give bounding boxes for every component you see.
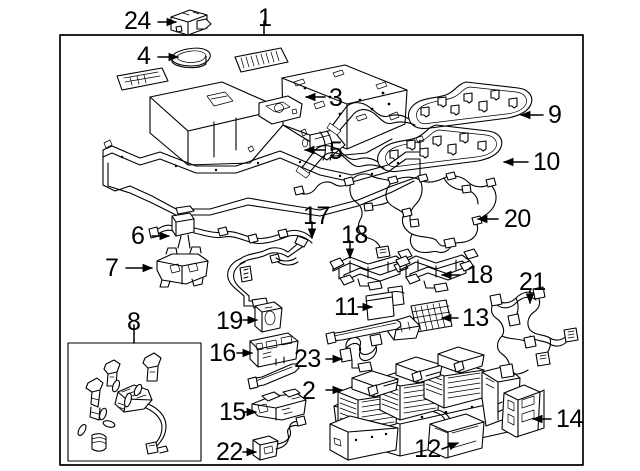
callout-23: 23	[294, 345, 321, 373]
part-20-main-wiring-harness	[293, 171, 497, 259]
part-6-blower-harness	[148, 205, 313, 249]
part-18-bracket-left	[329, 248, 413, 291]
part-8-inset-box	[67, 342, 202, 462]
callout-13: 13	[462, 304, 489, 332]
callout-21: 21	[519, 268, 546, 296]
callout-14: 14	[556, 405, 583, 433]
bracket-strut	[247, 363, 300, 390]
callout-8: 8	[127, 308, 141, 336]
leader-lines	[125, 17, 552, 457]
part-16-control-module	[249, 332, 299, 368]
callout-20: 20	[504, 205, 531, 233]
callout-19: 19	[216, 307, 243, 335]
part-14-end-plate	[497, 384, 545, 438]
decal-plate-left	[116, 67, 169, 91]
part-19-relay-connector	[254, 301, 283, 333]
part-10-coolant-hose-lower	[295, 124, 503, 179]
callout-11: 11	[334, 293, 359, 321]
part-22-inline-connector	[252, 415, 307, 461]
part-24-service-disconnect	[170, 9, 212, 36]
callout-9: 9	[548, 101, 562, 129]
callout-6: 6	[131, 222, 145, 250]
part-12-access-cover	[427, 413, 485, 459]
callout-5: 5	[329, 137, 343, 165]
part-18-bracket-right	[395, 248, 479, 293]
part-15-junction-block	[251, 388, 307, 421]
callout-16: 16	[209, 339, 236, 367]
part-21-secondary-harness	[489, 286, 579, 379]
part-11-insulator-panel	[365, 291, 395, 321]
support-rod	[325, 319, 402, 345]
callout-1: 1	[258, 4, 272, 32]
callout-3: 3	[329, 84, 343, 112]
callout-24: 24	[124, 7, 151, 35]
part-23-clip-retainer	[339, 333, 383, 373]
callout-22: 22	[216, 438, 243, 466]
callout-7: 7	[105, 254, 119, 282]
callout-4: 4	[137, 42, 151, 70]
callout-10: 10	[533, 148, 560, 176]
callout-18-right: 18	[466, 261, 493, 289]
part-17-sensor-harness	[227, 235, 309, 309]
callout-17: 17	[303, 202, 330, 230]
part-2-battery-module-stack	[329, 346, 521, 461]
part-4-grommet-seal	[171, 47, 211, 69]
callout-18-left: 18	[341, 221, 368, 249]
part-9-coolant-hose-upper	[326, 81, 533, 136]
decal-plate-upper-right	[234, 47, 289, 73]
part-3-upper-cover	[149, 64, 408, 166]
callout-12: 12	[414, 435, 441, 463]
callout-15: 15	[219, 398, 246, 426]
part-7-mounting-bracket	[156, 246, 209, 288]
callout-2: 2	[302, 377, 316, 405]
